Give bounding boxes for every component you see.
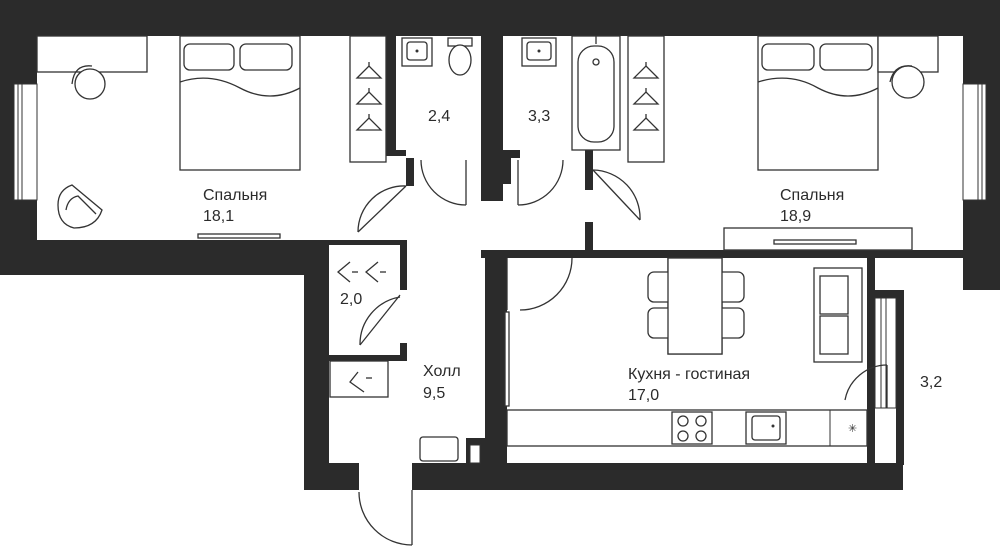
armchair-icon xyxy=(57,184,103,229)
svg-text:✳: ✳ xyxy=(848,422,857,435)
hanger-icon xyxy=(336,261,386,393)
sofa-icon xyxy=(813,267,863,363)
stove-icon xyxy=(671,411,713,445)
bedroom-left-area: 18,1 xyxy=(203,208,234,225)
desk-icon xyxy=(36,35,148,73)
hall-bench xyxy=(419,436,459,462)
kitchen-sink-icon xyxy=(745,411,787,445)
window-icon xyxy=(13,83,987,409)
floor-hall-top xyxy=(406,150,481,160)
door-icon xyxy=(357,159,888,546)
bedroom-right-name: Спальня xyxy=(780,187,844,204)
floor-hall xyxy=(407,158,485,463)
balcony-area: 3,2 xyxy=(920,374,942,391)
bedroom-right-area: 18,9 xyxy=(780,208,811,225)
floor-balcony xyxy=(904,290,963,463)
wc-area: 2,4 xyxy=(428,108,450,125)
chair-icon xyxy=(71,65,106,100)
tv-stand-icon xyxy=(723,227,913,251)
floor-entrance xyxy=(359,463,412,493)
hanger-icon xyxy=(355,62,383,131)
hanger-icon xyxy=(632,62,660,131)
storage-area: 2,0 xyxy=(340,291,362,308)
sink-icon xyxy=(521,37,557,67)
radiator-icon xyxy=(197,233,281,239)
hall-name: Холл xyxy=(423,363,461,380)
bedroom-left-name: Спальня xyxy=(203,187,267,204)
wardrobe-left xyxy=(349,35,387,163)
fridge-divider: ✳ xyxy=(829,410,857,446)
sink-icon xyxy=(401,37,433,67)
bed-icon xyxy=(757,35,879,171)
walls-overlay xyxy=(406,150,511,464)
kitchen-area: 17,0 xyxy=(628,387,659,404)
room-labels: Спальня 18,1 2,4 3,3 Спальня 18,9 2,0 Хо… xyxy=(203,108,942,404)
hall-area: 9,5 xyxy=(423,385,445,402)
kitchen-name: Кухня - гостиная xyxy=(628,366,750,383)
closet-shelf xyxy=(329,360,389,398)
chair-icon xyxy=(889,65,925,99)
bed-icon xyxy=(179,35,301,171)
floor-corridor xyxy=(481,201,585,250)
floor-corridor-b xyxy=(503,158,585,208)
dining-table-icon xyxy=(647,257,745,355)
wardrobe-right xyxy=(627,35,665,163)
floor-closet xyxy=(329,361,407,463)
toilet-icon xyxy=(447,37,473,76)
bathtub-icon xyxy=(571,35,621,151)
bath-area: 3,3 xyxy=(528,108,550,125)
